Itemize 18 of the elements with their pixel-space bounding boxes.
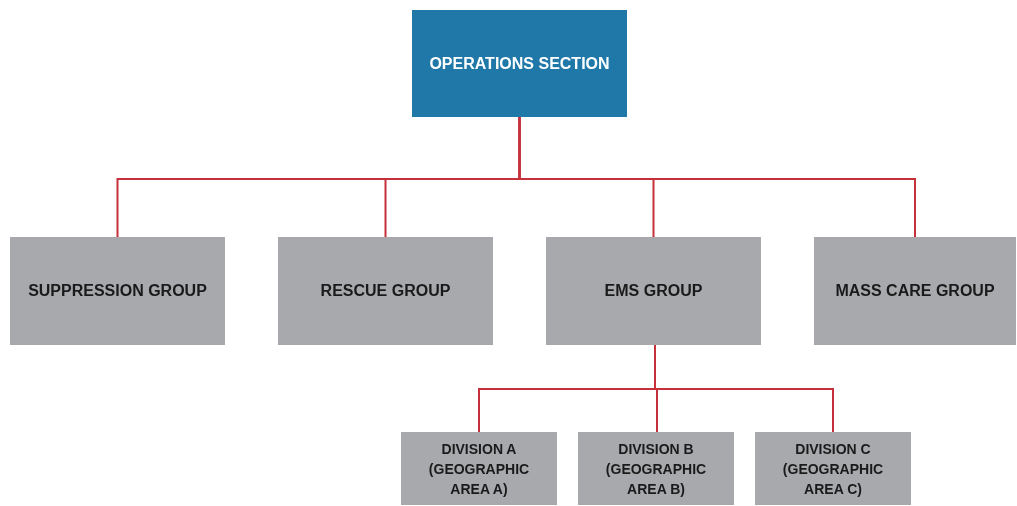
section-box <box>412 10 627 117</box>
connector-line <box>518 116 916 238</box>
group-box <box>814 237 1016 345</box>
box-label: MASS CARE GROUP <box>835 281 995 301</box>
group-box <box>278 237 493 345</box>
division-box <box>578 432 734 505</box>
group-box <box>546 237 761 345</box>
box-label: OPERATIONS SECTION <box>429 53 610 74</box>
connector-line <box>654 344 834 433</box>
box-label: EMS GROUP <box>604 281 703 301</box>
group-box <box>10 237 225 345</box>
box-label: RESCUE GROUP <box>320 281 451 301</box>
box-label: DIVISION A (GEOGRAPHIC AREA A) <box>427 439 531 499</box>
box-label: DIVISION C (GEOGRAPHIC AREA C) <box>781 439 885 499</box>
division-box <box>401 432 557 505</box>
box-label: SUPPRESSION GROUP <box>28 281 207 301</box>
division-box <box>755 432 911 505</box>
box-label: DIVISION B (GEOGRAPHIC AREA B) <box>604 439 708 499</box>
